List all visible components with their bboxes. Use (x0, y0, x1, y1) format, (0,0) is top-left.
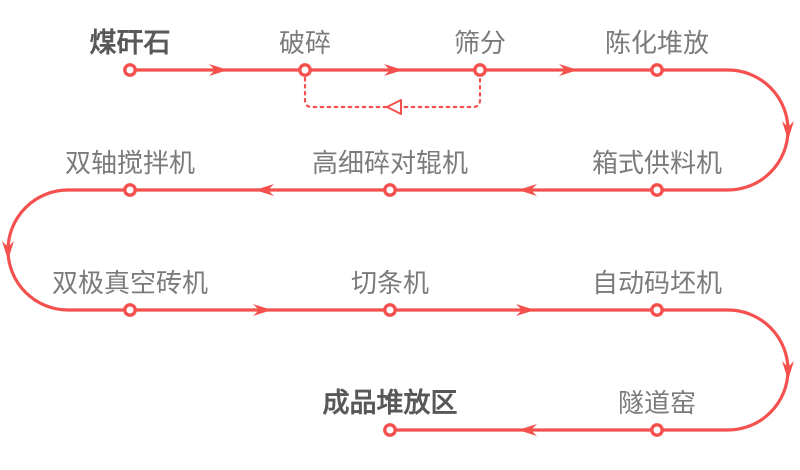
node-finished-stockyard (383, 423, 397, 437)
label-aging-stockpile: 陈化堆放 (605, 28, 709, 58)
label-finished-stockyard: 成品堆放区 (323, 387, 458, 418)
node-aging-stockpile (650, 63, 664, 77)
node-vacuum-brick-machine (123, 303, 137, 317)
label-double-shaft-mixer: 双轴搅拌机 (65, 148, 195, 178)
node-screening (473, 63, 487, 77)
node-auto-stacker (650, 303, 664, 317)
label-fine-crushing-roller: 高细碎对辊机 (312, 148, 468, 178)
node-double-shaft-mixer (123, 183, 137, 197)
label-strip-cutter: 切条机 (351, 268, 429, 298)
label-vacuum-brick-machine: 双极真空砖机 (52, 268, 208, 298)
flow-arrow-icon (255, 184, 274, 196)
node-fine-crushing-roller (383, 183, 397, 197)
flow-arrow-icon (782, 361, 794, 380)
main-flow-path (6, 68, 790, 432)
label-tunnel-kiln: 隧道窑 (618, 388, 696, 418)
node-box-feeder (650, 183, 664, 197)
label-coal-gangue: 煤矸石 (90, 28, 171, 58)
flow-arrow-icon (782, 121, 794, 140)
flow-arrow-icon (384, 64, 403, 76)
flow-arrow-icon (253, 304, 272, 316)
label-crushing: 破碎 (279, 28, 331, 58)
flow-arrow-icon (209, 64, 228, 76)
node-crushing (298, 63, 312, 77)
flow-arrow-icon (516, 304, 535, 316)
node-coal-gangue (123, 63, 137, 77)
label-box-feeder: 箱式供料机 (592, 148, 722, 178)
flow-arrow-icon (559, 64, 578, 76)
node-strip-cutter (383, 303, 397, 317)
label-auto-stacker: 自动码坯机 (592, 268, 722, 298)
flow-arrow-icon (518, 424, 537, 436)
flow-arrow-icon (2, 241, 14, 260)
node-tunnel-kiln (650, 423, 664, 437)
feedback-path (303, 76, 482, 109)
flow-arrow-icon (518, 184, 537, 196)
feedback-arrow-icon (386, 99, 402, 115)
label-screening: 筛分 (454, 28, 506, 58)
